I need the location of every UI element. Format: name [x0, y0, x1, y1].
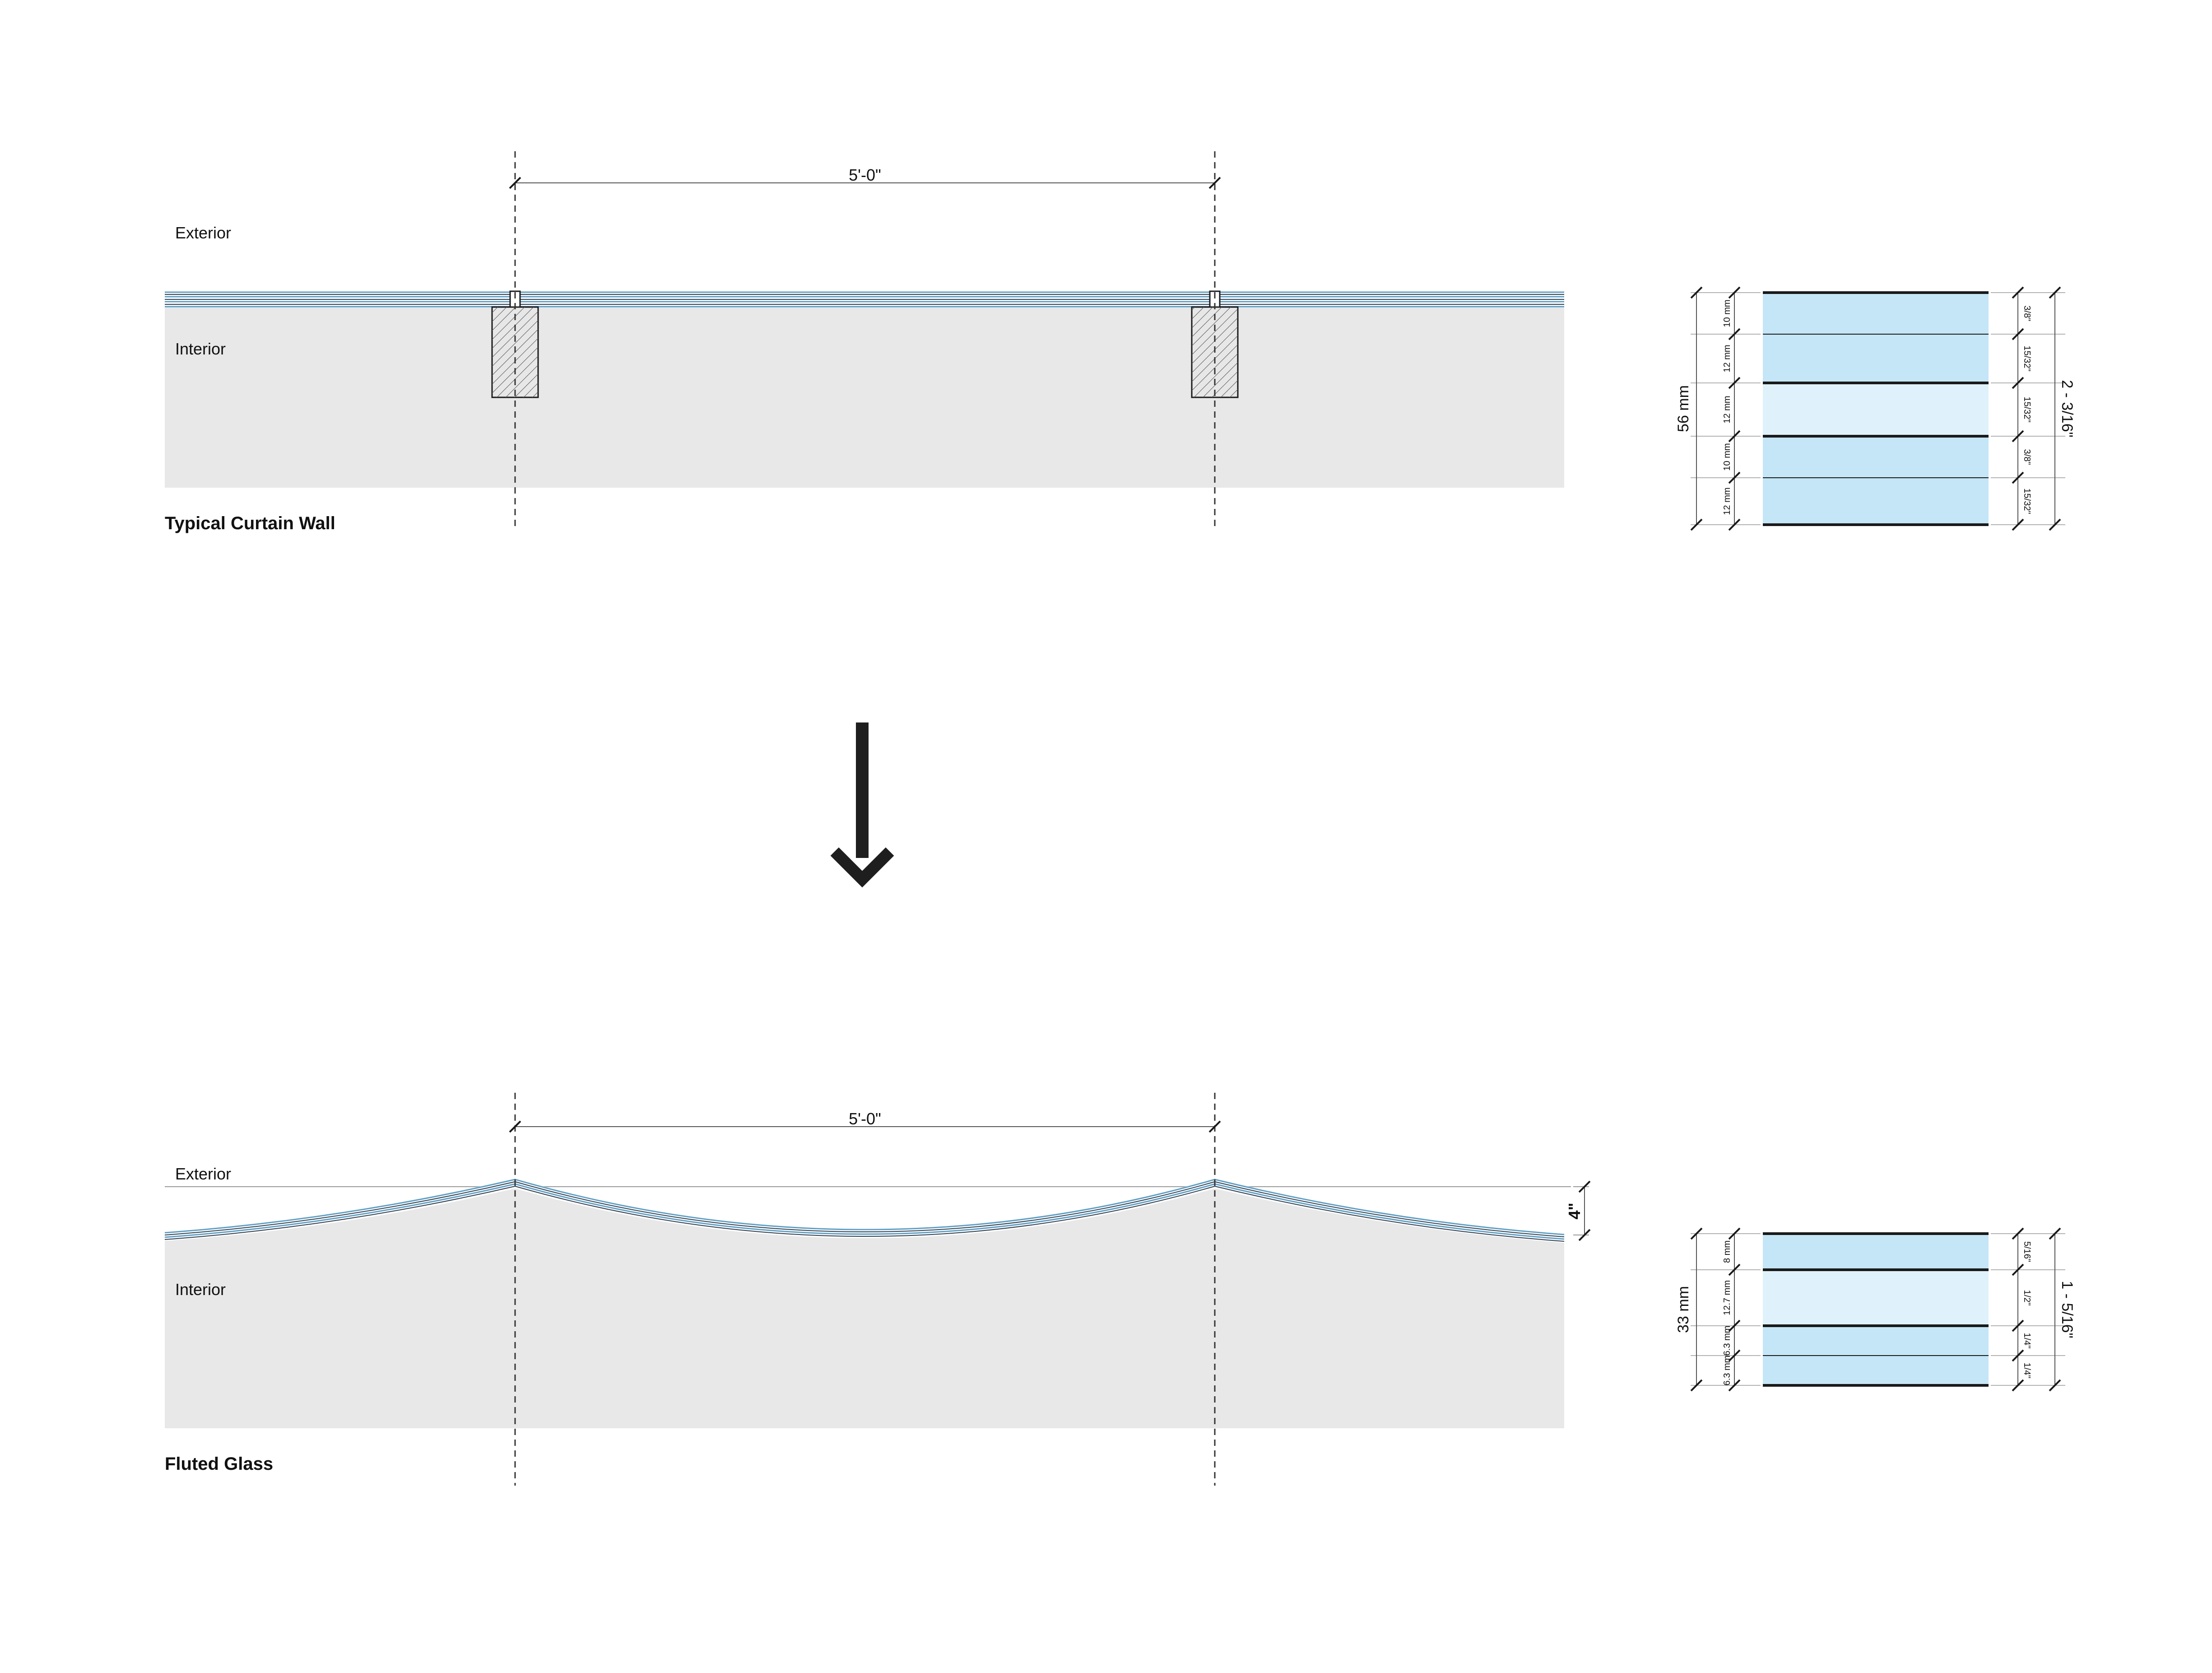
interior-label-fluted: Interior — [175, 1280, 226, 1299]
section-title-fluted: Fluted Glass — [165, 1454, 273, 1474]
bottom-detail-layer-in-label: 1/4" — [2022, 1333, 2032, 1349]
bottom-detail-layer-2 — [1763, 1270, 1989, 1326]
span-dimension-label-fluted: 5'-0" — [849, 1109, 881, 1128]
top-detail-total-mm: 56 mm — [1675, 385, 1692, 432]
top-detail-layer-mm-label: 10 mm — [1722, 299, 1732, 327]
top-detail-layer-1 — [1763, 293, 1989, 334]
bottom-detail-layer-in-label: 5/16" — [2022, 1241, 2032, 1262]
top-detail-layer-5 — [1763, 478, 1989, 525]
fluted-glass-section: 5'-0" 4" Exterior Interior Fluted Glass — [164, 1093, 1591, 1486]
top-detail-layer-in-label: 3/8" — [2022, 449, 2032, 465]
top-detail-layer-mm-label: 12 mm — [1722, 345, 1732, 372]
span-dimension — [509, 177, 1221, 189]
top-detail-layer-4 — [1763, 436, 1989, 478]
depth-dimension-label: 4" — [1565, 1202, 1584, 1219]
fluted-glass-band — [164, 1179, 1565, 1243]
bottom-detail-layer-4 — [1763, 1356, 1989, 1385]
top-detail-total-in: 2 - 3/16" — [2059, 380, 2076, 437]
bottom-detail-layer-mm-label: 6.3 mm — [1722, 1326, 1732, 1356]
glass-layer-detail-top: 10 mm 3/8" 12 mm 15/32" 12 mm 15/32" 10 mm 3/8"… — [1675, 286, 2076, 531]
span-dimension-fluted — [509, 1120, 1221, 1133]
top-detail-layer-in-label: 15/32" — [2022, 345, 2032, 371]
top-detail-layer-mm-label: 10 mm — [1722, 443, 1732, 471]
bottom-detail-layer-mm-label: 6.3 mm — [1722, 1356, 1732, 1386]
exterior-label-fluted: Exterior — [175, 1165, 231, 1183]
bottom-detail-layer-in-label: 1/2" — [2022, 1290, 2032, 1306]
top-detail-layer-2 — [1763, 334, 1989, 383]
exterior-label: Exterior — [175, 224, 231, 242]
flat-glass-band — [165, 291, 1564, 308]
bottom-detail-layer-3 — [1763, 1326, 1989, 1356]
top-detail-layer-mm-label: 12 mm — [1722, 487, 1732, 515]
typical-curtain-wall-section: 5'-0" Exterior Interior Typical Curtain … — [165, 151, 1564, 533]
bottom-detail-layer-mm-label: 12.7 mm — [1722, 1280, 1732, 1315]
bottom-detail-layer-mm-label: 8 mm — [1722, 1240, 1732, 1263]
bottom-detail-total-in: 1 - 5/16" — [2059, 1281, 2076, 1338]
top-detail-layer-in-label: 3/8" — [2022, 306, 2032, 322]
top-detail-layer-mm-label: 12 mm — [1722, 396, 1732, 423]
interior-zone — [165, 307, 1564, 488]
glass-layer-detail-bottom: 8 mm 5/16" 12.7 mm 1/2" 6.3 mm 1/4" 6.3 mm 1/4"… — [1675, 1227, 2076, 1392]
top-detail-layer-in-label: 15/32" — [2022, 488, 2032, 514]
span-dimension-label: 5'-0" — [849, 166, 881, 184]
bottom-detail-total-mm: 33 mm — [1675, 1286, 1692, 1333]
depth-dimension — [1573, 1180, 1591, 1241]
top-detail-layer-in-label: 15/32" — [2022, 396, 2032, 422]
bottom-detail-layer-1 — [1763, 1234, 1989, 1270]
section-title: Typical Curtain Wall — [165, 513, 335, 533]
interior-zone-fluted — [165, 1187, 1564, 1428]
interior-label: Interior — [175, 340, 226, 358]
top-detail-layer-3 — [1763, 383, 1989, 436]
down-arrow-icon — [830, 722, 894, 888]
bottom-detail-layer-in-label: 1/4" — [2022, 1363, 2032, 1379]
